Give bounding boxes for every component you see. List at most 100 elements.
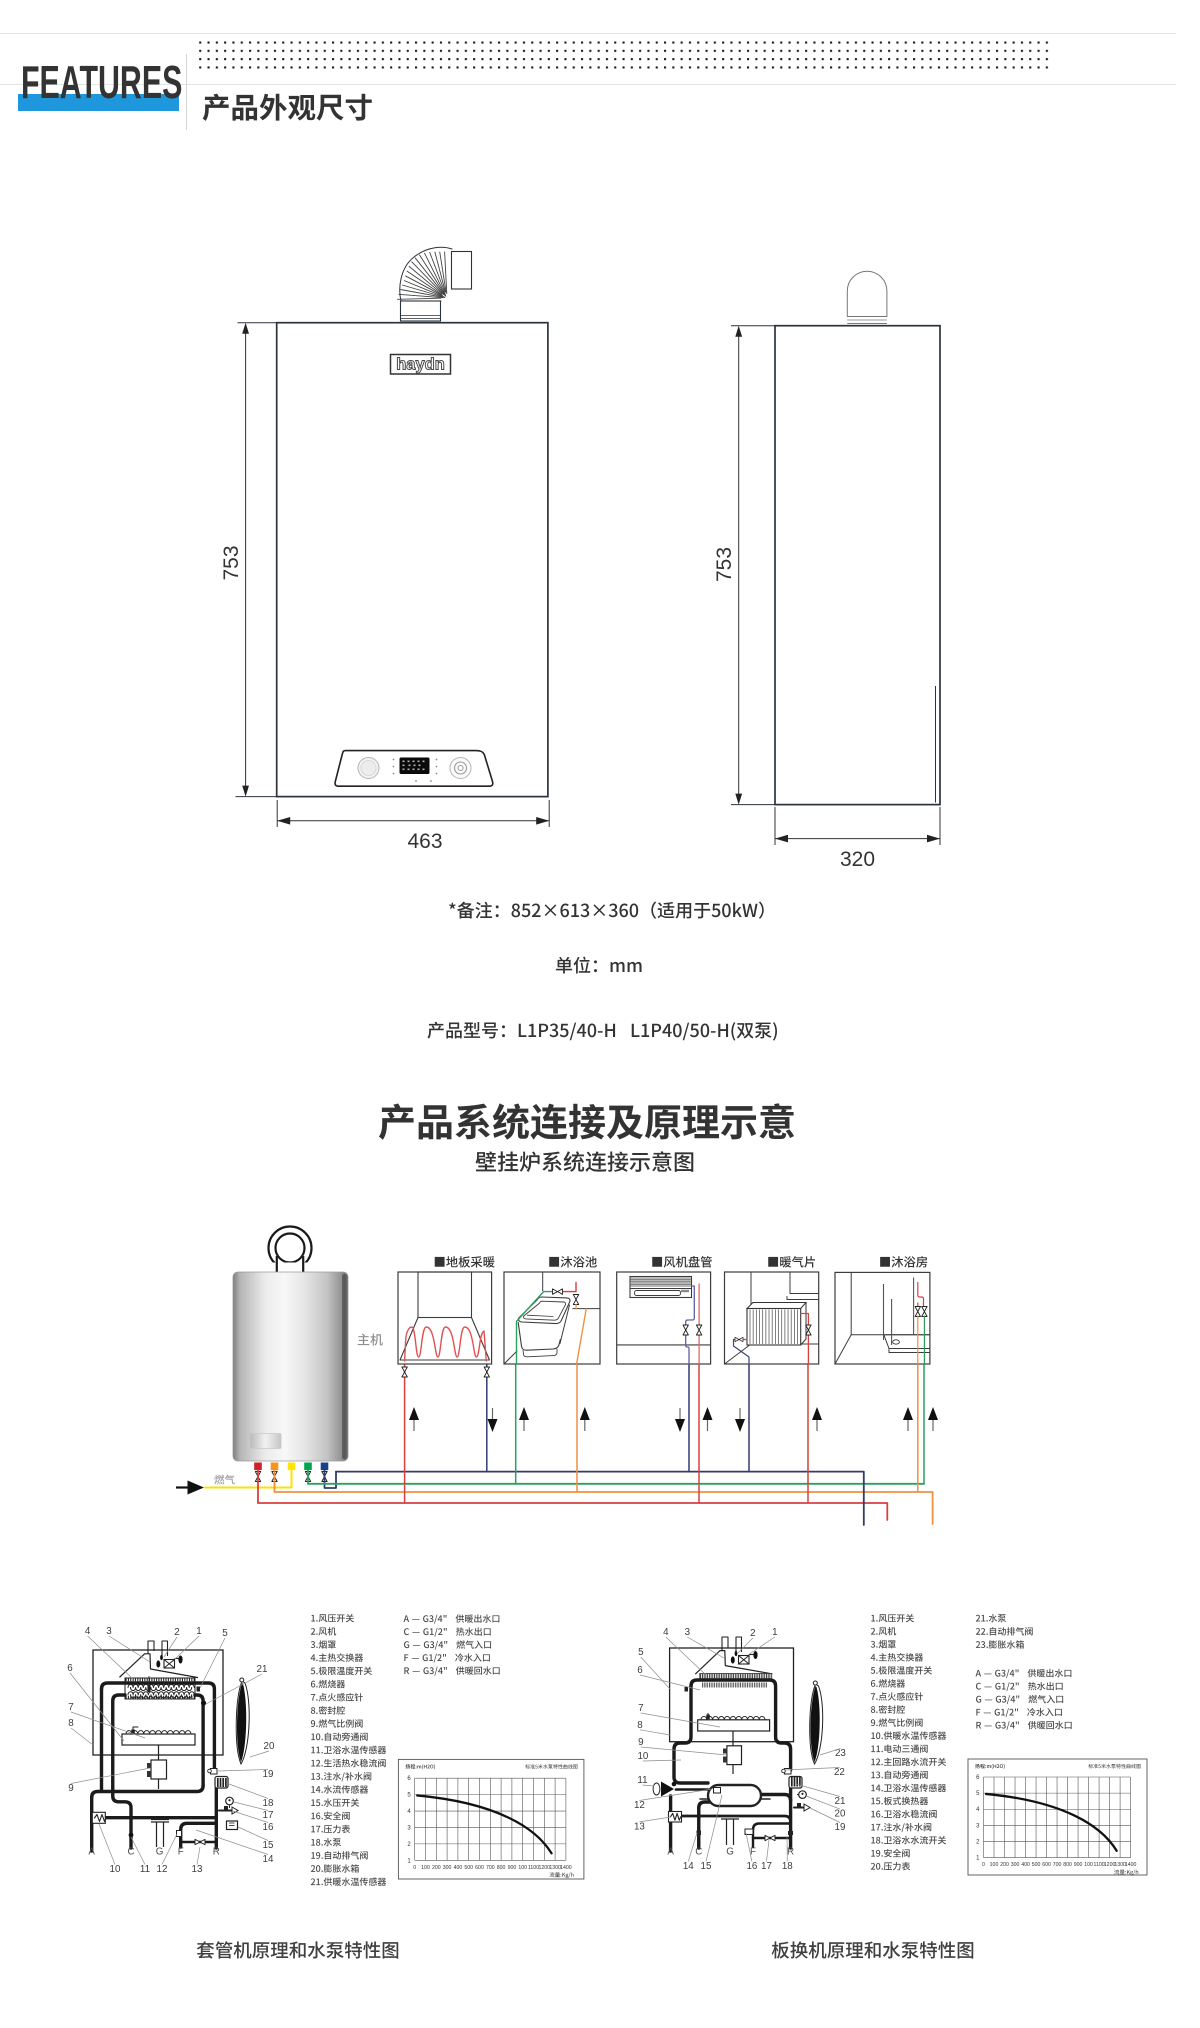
svg-text:16: 16: [263, 1822, 274, 1833]
svg-text:700: 700: [486, 1865, 495, 1871]
svg-text:2: 2: [407, 1842, 411, 1848]
svg-text:3: 3: [976, 1823, 980, 1829]
svg-text:0: 0: [413, 1865, 416, 1871]
svg-text:100: 100: [421, 1865, 430, 1871]
svg-text:21: 21: [835, 1796, 846, 1807]
svg-text:2: 2: [750, 1628, 755, 1639]
svg-text:18: 18: [782, 1861, 793, 1872]
svg-text:haydn: haydn: [396, 356, 445, 374]
svg-text:900: 900: [1074, 1862, 1083, 1868]
svg-text:320: 320: [840, 848, 875, 871]
svg-text:17: 17: [263, 1810, 274, 1821]
svg-text:600: 600: [475, 1865, 484, 1871]
svg-text:7: 7: [68, 1702, 73, 1713]
svg-text:3: 3: [106, 1626, 112, 1637]
svg-text:14: 14: [263, 1854, 274, 1865]
svg-text:700: 700: [1053, 1862, 1062, 1868]
svg-text:A: A: [88, 1847, 95, 1858]
svg-text:10: 10: [110, 1864, 121, 1875]
svg-text:A: A: [667, 1847, 674, 1858]
svg-text:1200: 1200: [1104, 1862, 1116, 1868]
svg-text:R: R: [787, 1847, 794, 1858]
svg-text:1400: 1400: [560, 1865, 572, 1871]
svg-text:753: 753: [220, 545, 243, 580]
svg-text:haydn: haydn: [396, 356, 445, 374]
svg-text:1: 1: [407, 1858, 411, 1864]
svg-text:1: 1: [976, 1856, 980, 1862]
svg-text:1200: 1200: [539, 1865, 551, 1871]
svg-text:800: 800: [497, 1865, 506, 1871]
svg-text:13: 13: [634, 1821, 645, 1832]
svg-text:500: 500: [1032, 1862, 1041, 1868]
svg-text:17: 17: [761, 1861, 772, 1872]
svg-text:F: F: [178, 1847, 184, 1858]
svg-text:1: 1: [772, 1627, 777, 1638]
svg-text:5: 5: [407, 1793, 411, 1799]
svg-text:3: 3: [407, 1825, 411, 1831]
svg-text:C: C: [127, 1847, 134, 1858]
svg-text:22: 22: [834, 1767, 845, 1778]
svg-text:600: 600: [1042, 1862, 1051, 1868]
svg-text:100: 100: [1084, 1862, 1093, 1868]
svg-text:1100: 1100: [1094, 1862, 1105, 1868]
svg-text:F: F: [750, 1847, 756, 1858]
svg-text:6: 6: [67, 1663, 73, 1674]
svg-text:800: 800: [1063, 1862, 1072, 1868]
svg-text:200: 200: [432, 1865, 441, 1871]
svg-text:6: 6: [407, 1776, 411, 1782]
svg-text:11: 11: [637, 1775, 647, 1786]
svg-text:11: 11: [140, 1864, 150, 1875]
svg-text:13: 13: [192, 1864, 203, 1875]
svg-text:1100: 1100: [528, 1865, 539, 1871]
svg-text:5: 5: [222, 1628, 228, 1639]
svg-text:5: 5: [638, 1647, 644, 1658]
svg-text:1400: 1400: [1125, 1862, 1137, 1868]
svg-text:10: 10: [637, 1751, 648, 1762]
svg-text:16: 16: [746, 1861, 757, 1872]
svg-text:12: 12: [157, 1864, 168, 1875]
svg-text:463: 463: [407, 830, 442, 853]
svg-text:6: 6: [637, 1665, 643, 1676]
svg-text:C: C: [695, 1847, 702, 1858]
svg-text:15: 15: [263, 1840, 274, 1851]
svg-text:G: G: [726, 1847, 734, 1858]
svg-text:8: 8: [637, 1720, 643, 1731]
svg-text:21: 21: [257, 1664, 268, 1675]
svg-text:4: 4: [976, 1807, 980, 1813]
svg-text:14: 14: [683, 1861, 694, 1872]
svg-text:300: 300: [1011, 1862, 1020, 1868]
svg-text:4: 4: [407, 1809, 411, 1815]
svg-text:100: 100: [518, 1865, 527, 1871]
svg-text:2: 2: [174, 1627, 179, 1638]
svg-text:12: 12: [634, 1800, 645, 1811]
svg-text:19: 19: [835, 1822, 846, 1833]
svg-text:900: 900: [508, 1865, 517, 1871]
svg-text:23: 23: [835, 1748, 846, 1759]
svg-text:300: 300: [443, 1865, 452, 1871]
svg-text:0: 0: [982, 1862, 985, 1868]
svg-text:R: R: [213, 1847, 220, 1858]
svg-text:4: 4: [663, 1627, 669, 1638]
svg-text:400: 400: [1021, 1862, 1030, 1868]
svg-text:20: 20: [264, 1741, 275, 1752]
svg-text:4: 4: [85, 1626, 91, 1637]
svg-text:20: 20: [835, 1809, 846, 1820]
svg-text:1300: 1300: [549, 1865, 561, 1871]
svg-text:8: 8: [68, 1718, 74, 1729]
svg-text:2: 2: [976, 1839, 980, 1845]
svg-text:G: G: [156, 1847, 164, 1858]
svg-text:200: 200: [1000, 1862, 1009, 1868]
svg-text:1300: 1300: [1114, 1862, 1126, 1868]
svg-text:18: 18: [263, 1798, 274, 1809]
svg-text:400: 400: [454, 1865, 463, 1871]
svg-text:7: 7: [638, 1703, 643, 1714]
svg-text:753: 753: [713, 547, 736, 582]
svg-text:15: 15: [701, 1861, 712, 1872]
svg-text:100: 100: [990, 1862, 999, 1868]
svg-text:5: 5: [976, 1791, 980, 1797]
svg-text:3: 3: [685, 1627, 691, 1638]
svg-text:19: 19: [263, 1769, 274, 1780]
svg-text:500: 500: [464, 1865, 473, 1871]
svg-text:9: 9: [68, 1783, 73, 1794]
svg-text:1: 1: [196, 1626, 201, 1637]
